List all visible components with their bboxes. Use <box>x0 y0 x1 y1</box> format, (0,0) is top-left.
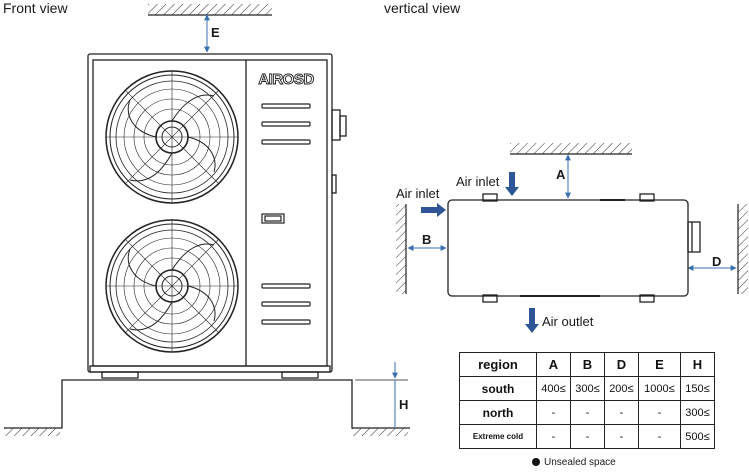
table-cell: - <box>603 400 639 425</box>
vertical-view-title: vertical view <box>384 0 461 16</box>
table-cell: 150≤ <box>680 376 715 401</box>
air-inlet-top-arrow <box>505 172 519 196</box>
bullet-icon <box>532 458 540 467</box>
dim-label-h: H <box>399 397 409 412</box>
table-header-row: region A B D E H <box>459 352 715 377</box>
table-cell: - <box>637 424 682 449</box>
front-unit <box>87 53 347 379</box>
brand-logo: AIROSD <box>258 71 315 89</box>
table-cell: - <box>603 424 639 449</box>
table-row-region: north <box>459 400 537 425</box>
brand-text: AIROSD <box>258 71 314 88</box>
front-panel-vents <box>261 103 311 325</box>
table-header-cell: E <box>637 352 682 377</box>
air-outlet-label: Air outlet <box>542 314 594 329</box>
table-header-cell: A <box>536 352 571 377</box>
table-cell: 1000≤ <box>637 376 682 401</box>
table-cell: - <box>536 400 571 425</box>
fan-top <box>105 70 239 204</box>
table-row-region: Extreme cold <box>459 424 537 449</box>
legend: Unsealed space <box>532 457 616 468</box>
legend-text: Unsealed space <box>544 457 616 468</box>
top-wall <box>510 143 632 155</box>
table-cell: 400≤ <box>536 376 571 401</box>
table-cell: 300≤ <box>680 400 715 425</box>
left-wall <box>396 204 407 294</box>
table-header-cell: D <box>603 352 639 377</box>
table-cell: - <box>569 400 605 425</box>
table-cell: - <box>536 424 571 449</box>
table-cell: - <box>637 400 682 425</box>
dim-label-d: D <box>712 254 722 269</box>
table-header-cell: region <box>459 352 537 377</box>
table-cell: 200≤ <box>603 376 639 401</box>
clearance-table: region A B D E H south 400≤ 300≤ 200≤ 10… <box>459 352 715 449</box>
right-wall <box>737 204 748 294</box>
table-row: north - - - - 300≤ <box>459 400 715 425</box>
h-dimension <box>355 362 408 428</box>
air-outlet-arrow <box>525 308 539 333</box>
dim-label-e: E <box>211 25 220 40</box>
table-row-region: south <box>459 376 537 401</box>
table-row: south 400≤ 300≤ 200≤ 1000≤ 150≤ <box>459 376 715 401</box>
table-header-cell: H <box>680 352 715 377</box>
air-inlet-side-label: Air inlet <box>396 186 440 201</box>
table-cell: 500≤ <box>680 424 715 449</box>
front-ceiling <box>148 4 272 16</box>
table-row: Extreme cold - - - - 500≤ <box>459 424 715 449</box>
table-cell: - <box>569 424 605 449</box>
air-inlet-side-arrow <box>421 203 446 217</box>
dim-label-a: A <box>556 167 566 182</box>
fan-bottom <box>105 219 239 353</box>
top-view-unit <box>447 193 701 303</box>
air-inlet-top-label: Air inlet <box>456 174 500 189</box>
table-header-cell: B <box>569 352 605 377</box>
base-platform <box>4 379 410 436</box>
front-view-title: Front view <box>3 0 68 16</box>
table-cell: 300≤ <box>569 376 605 401</box>
dim-label-b: B <box>422 232 432 247</box>
